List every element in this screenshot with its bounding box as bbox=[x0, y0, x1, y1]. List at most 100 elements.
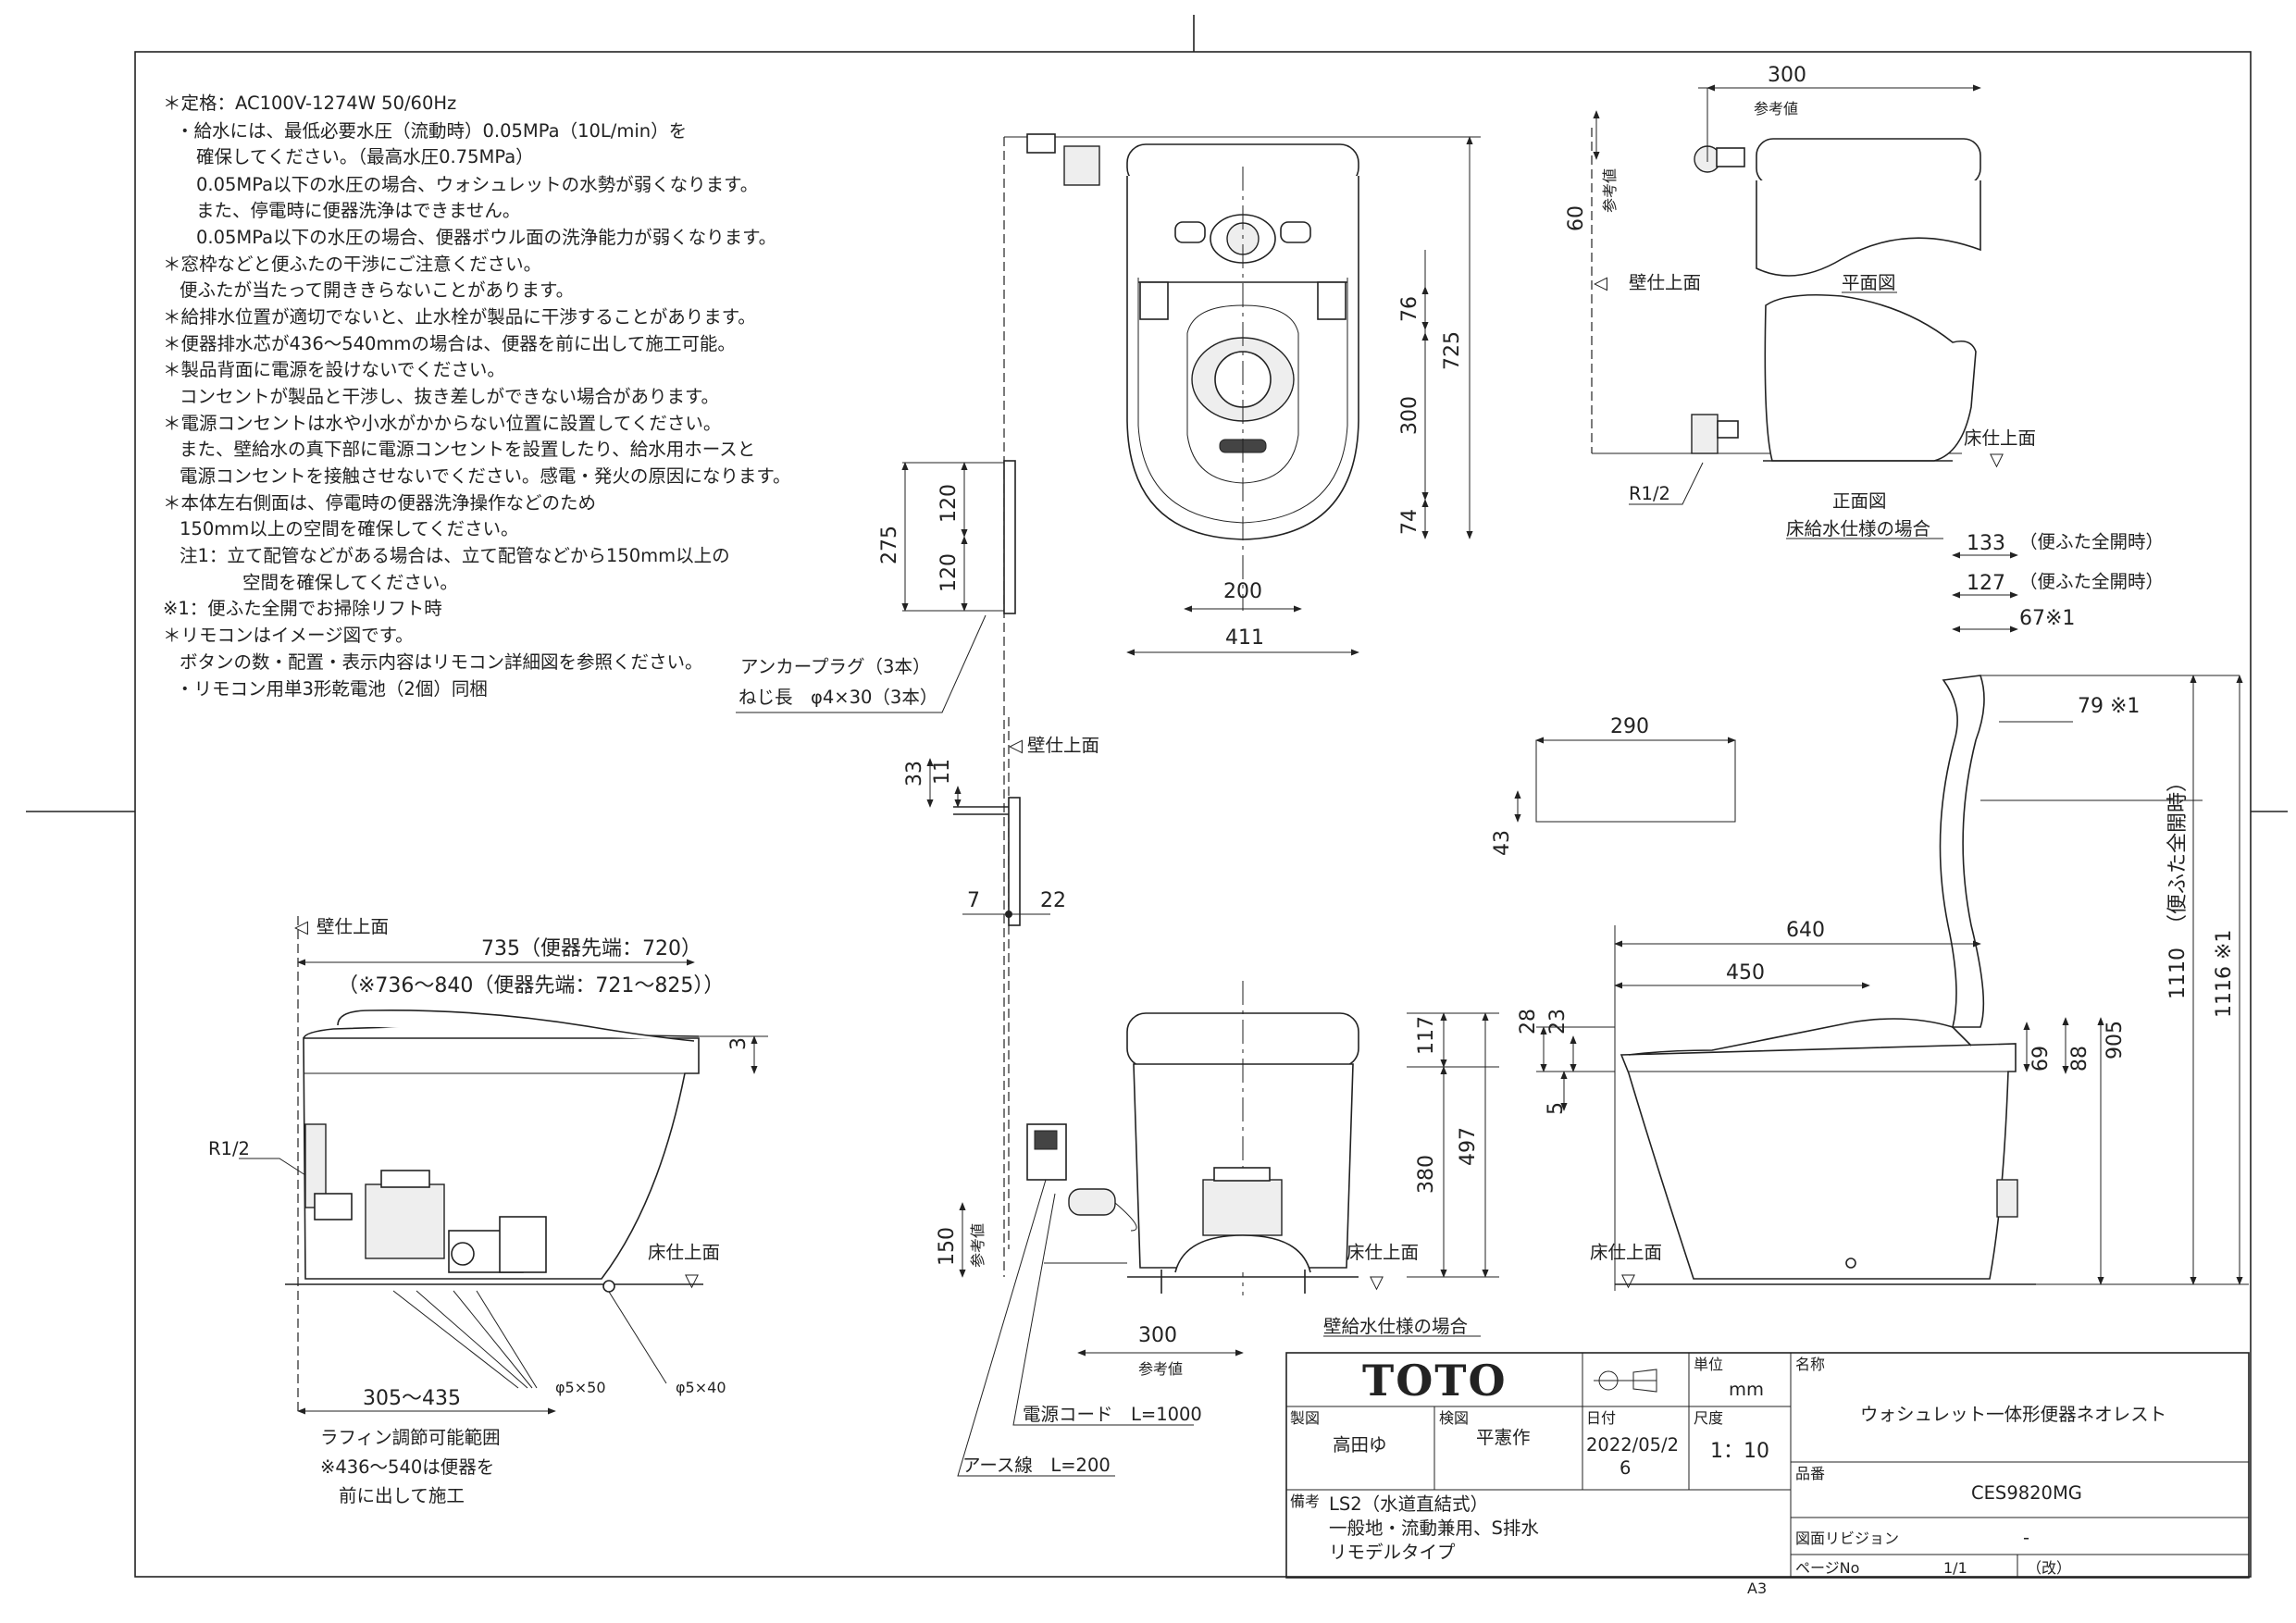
note-line: コンセントが製品と干渉し、抜き差しができない場合があります。 bbox=[180, 386, 719, 407]
dim-11: 11 bbox=[931, 759, 954, 785]
dim-88: 88 bbox=[2068, 1046, 2091, 1072]
note-line: また、停電時に便器洗浄はできません。 bbox=[196, 200, 520, 221]
lid-open-dims: 133 （便ふた全開時） 127 （便ふた全開時） 67※1 79 ※1 bbox=[1952, 531, 2164, 723]
note-line: ＊製品背面に電源を設けないでください。 bbox=[163, 359, 505, 380]
dim-133: 133 bbox=[1967, 532, 2005, 555]
dim-736: （※736〜840（便器先端：721〜825）） bbox=[338, 974, 724, 997]
drawn-label: 製図 bbox=[1290, 1409, 1320, 1427]
plan-view-toilet: 411 200 725 76 300 74 bbox=[1003, 133, 1481, 1277]
power-cord-label: 電源コード L=1000 bbox=[1023, 1404, 1202, 1425]
phi5x50: φ5×50 bbox=[555, 1379, 606, 1396]
reference-label: 参考値 bbox=[1754, 100, 1798, 118]
reference-150: 参考値 bbox=[969, 1223, 987, 1268]
side-view-right: 床仕上面 ▽ 640 450 28 23 5 69 88 905 1110 （便… bbox=[1517, 675, 2249, 1291]
remark-3: リモデルタイプ bbox=[1329, 1542, 1456, 1563]
dim-33: 33 bbox=[903, 761, 926, 787]
note-line: ・リモコン用単3形乾電池（2個）同梱 bbox=[176, 678, 488, 700]
note-line: ・給水には、最低必要水圧（流動時）0.05MPa（10L/min）を bbox=[176, 120, 687, 142]
name-label: 名称 bbox=[1795, 1356, 1825, 1373]
page-value: 1/1 bbox=[1943, 1559, 1967, 1577]
dim-23: 23 bbox=[1546, 1009, 1570, 1035]
note-line: ボタンの数・配置・表示内容はリモコン詳細図を参照ください。 bbox=[180, 651, 703, 673]
check-value: 平憲作 bbox=[1476, 1427, 1531, 1448]
floor-mark: ▽ bbox=[685, 1270, 699, 1291]
wall-surface-side: 壁仕上面 bbox=[316, 916, 389, 937]
code-label: 品番 bbox=[1795, 1465, 1825, 1482]
floor-surface-side: 床仕上面 bbox=[648, 1242, 720, 1263]
unit-label: 単位 bbox=[1694, 1356, 1723, 1373]
dim-22: 22 bbox=[1040, 889, 1066, 912]
note-line: 注1：立て配管などがある場合は、立て配管などから150mm以上の bbox=[180, 545, 730, 566]
arrow-mark: ◁ bbox=[1009, 735, 1023, 756]
floor-surface-right: 床仕上面 bbox=[1590, 1242, 1662, 1263]
dim-5: 5 bbox=[1545, 1102, 1568, 1115]
remote-mount-plan: 275 120 120 アンカープラグ（3本） ねじ長 φ4×30（3本） bbox=[736, 460, 1016, 713]
scale-label: 尺度 bbox=[1694, 1409, 1723, 1427]
side-view-left: 壁仕上面 ◁ 735（便器先端：720） （※736〜840（便器先端：721〜… bbox=[208, 916, 768, 1506]
remote-wall-detail: 壁仕上面 ◁ 33 11 7 22 bbox=[903, 717, 1099, 1249]
dim-905: 905 bbox=[2104, 1021, 2127, 1059]
front-view-label: 正面図 bbox=[1832, 490, 1887, 512]
remark-1: LS2（水道直結式） bbox=[1329, 1493, 1488, 1515]
lid-open-vertical: （便ふた全開時） bbox=[2166, 772, 2190, 935]
floor-supply-label: 床給水仕様の場合 bbox=[1786, 518, 1930, 539]
dim-411: 411 bbox=[1225, 626, 1264, 650]
note-line: ＊定格：AC100V-1274W 50/60Hz bbox=[163, 93, 456, 114]
remote-detail-290: 290 43 bbox=[1491, 715, 1736, 856]
dim-74: 74 bbox=[1398, 509, 1421, 535]
floor-surface-label-top: 床仕上面 bbox=[1964, 427, 2036, 449]
dim-300-ref: 300 bbox=[1138, 1324, 1177, 1347]
dim-275: 275 bbox=[878, 526, 901, 564]
note-line: 0.05MPa以下の水圧の場合、便器ボウル面の洗浄能力が弱くなります。 bbox=[196, 227, 776, 248]
dim-127: 127 bbox=[1967, 572, 2005, 595]
note-line: 0.05MPa以下の水圧の場合、ウォシュレットの水勢が弱くなります。 bbox=[196, 174, 758, 195]
scale-value: 1：10 bbox=[1710, 1440, 1769, 1463]
note-line: ＊窓枠などと便ふたの干渉にご注意ください。 bbox=[163, 254, 541, 275]
dim-3: 3 bbox=[727, 1037, 751, 1050]
dim-300: 300 bbox=[1398, 396, 1421, 435]
unit-value: mm bbox=[1729, 1379, 1764, 1400]
dim-28: 28 bbox=[1517, 1009, 1540, 1035]
floor-mark: ▽ bbox=[1621, 1270, 1635, 1291]
dim-497: 497 bbox=[1457, 1127, 1480, 1166]
note-line: ＊便器排水芯が436〜540mmの場合は、便器を前に出して施工可能。 bbox=[163, 333, 736, 354]
brand-logo: TOTO bbox=[1362, 1356, 1508, 1406]
check-label: 検図 bbox=[1439, 1409, 1469, 1427]
dim-43: 43 bbox=[1491, 830, 1514, 856]
note-line: ＊電源コンセントは水や小水がかからない位置に設置してください。 bbox=[163, 413, 721, 434]
note-line: 確保してください。（最高水圧0.75MPa） bbox=[196, 146, 534, 167]
note-line: 空間を確保してください。 bbox=[242, 572, 458, 593]
dim-1116: 1116 ※1 bbox=[2213, 930, 2236, 1018]
dim-640: 640 bbox=[1786, 919, 1825, 942]
code-value: CES9820MG bbox=[1971, 1482, 2082, 1504]
arrow-mark: ◁ bbox=[1594, 272, 1607, 293]
dim-117: 117 bbox=[1415, 1016, 1438, 1055]
note-line: 電源コンセントを接触させないでください。感電・発火の原因になります。 bbox=[180, 465, 790, 487]
note-line: ＊給排水位置が適切でないと、止水栓が製品に干渉することがあります。 bbox=[163, 306, 756, 328]
page-label: ページNo bbox=[1795, 1559, 1859, 1577]
floor-surface-front: 床仕上面 bbox=[1347, 1242, 1419, 1263]
title-block: TOTO 単位 mm 製図 高田ゆ 検図 平憲作 日付 2022/05/2 6 … bbox=[1285, 1352, 2250, 1597]
dim-120b: 120 bbox=[937, 553, 961, 592]
dim-69: 69 bbox=[2029, 1046, 2053, 1072]
anchor-plug-label: アンカープラグ（3本） bbox=[740, 656, 930, 677]
date-value-1: 2022/05/2 bbox=[1586, 1434, 1679, 1456]
dim-150: 150 bbox=[936, 1227, 959, 1266]
rev-label: 図面リビジョン bbox=[1795, 1530, 1899, 1547]
dim-79: 79 ※1 bbox=[2078, 695, 2140, 718]
dim-60: 60 bbox=[1565, 205, 1588, 231]
dim-735: 735（便器先端：720） bbox=[481, 937, 701, 960]
name-value: ウォシュレット一体形便器ネオレスト bbox=[1860, 1404, 2166, 1425]
dim-380: 380 bbox=[1415, 1155, 1438, 1194]
raffin-range: ラフィン調節可能範囲 bbox=[320, 1427, 501, 1448]
note-line: 150mm以上の空間を確保してください。 bbox=[180, 518, 519, 539]
wall-surface-remote: 壁仕上面 bbox=[1027, 735, 1099, 756]
sheet-size: A3 bbox=[1747, 1580, 1767, 1597]
sheet-frame bbox=[26, 15, 2288, 1578]
dim-1110: 1110 bbox=[2166, 948, 2190, 999]
plan-view-label: 平面図 bbox=[1842, 272, 1896, 293]
note-line: 便ふたが当たって開ききらないことがあります。 bbox=[180, 279, 574, 301]
page-mark: （改） bbox=[2027, 1559, 2071, 1577]
wall-supply-label: 壁給水仕様の場合 bbox=[1323, 1316, 1468, 1337]
dim-67: 67※1 bbox=[2019, 607, 2075, 630]
